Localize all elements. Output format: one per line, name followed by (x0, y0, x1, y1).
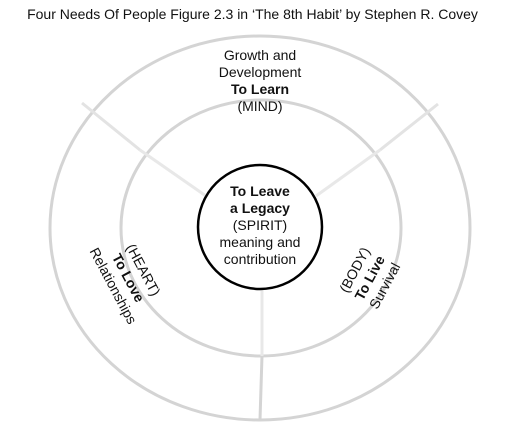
spirit-line-2: contribution (223, 251, 297, 267)
spirit-heading-2: a Legacy (230, 200, 290, 216)
diagram-title: Four Needs Of People Figure 2.3 in ‘The … (27, 6, 478, 22)
spirit-label: To Leave a Legacy (SPIRIT) meaning and c… (200, 183, 320, 268)
mind-heading: To Learn (230, 81, 290, 97)
mind-tag: (MIND) (237, 98, 283, 114)
spoke-upper-left (139, 148, 207, 198)
spirit-heading-1: To Leave (230, 183, 290, 199)
divider-upper-right (379, 102, 439, 152)
spirit-line-1: meaning and (219, 234, 301, 250)
spirit-tag: (SPIRIT) (232, 217, 288, 233)
mind-line-1: Growth and (223, 47, 297, 63)
mind-line-2: Development (218, 64, 302, 80)
divider-bottom (258, 355, 264, 421)
spirit-circle (196, 163, 324, 291)
divider-upper-left (81, 101, 141, 152)
mind-label: Growth and Development To Learn (MIND) (180, 47, 340, 115)
spoke-upper-right (315, 148, 381, 198)
